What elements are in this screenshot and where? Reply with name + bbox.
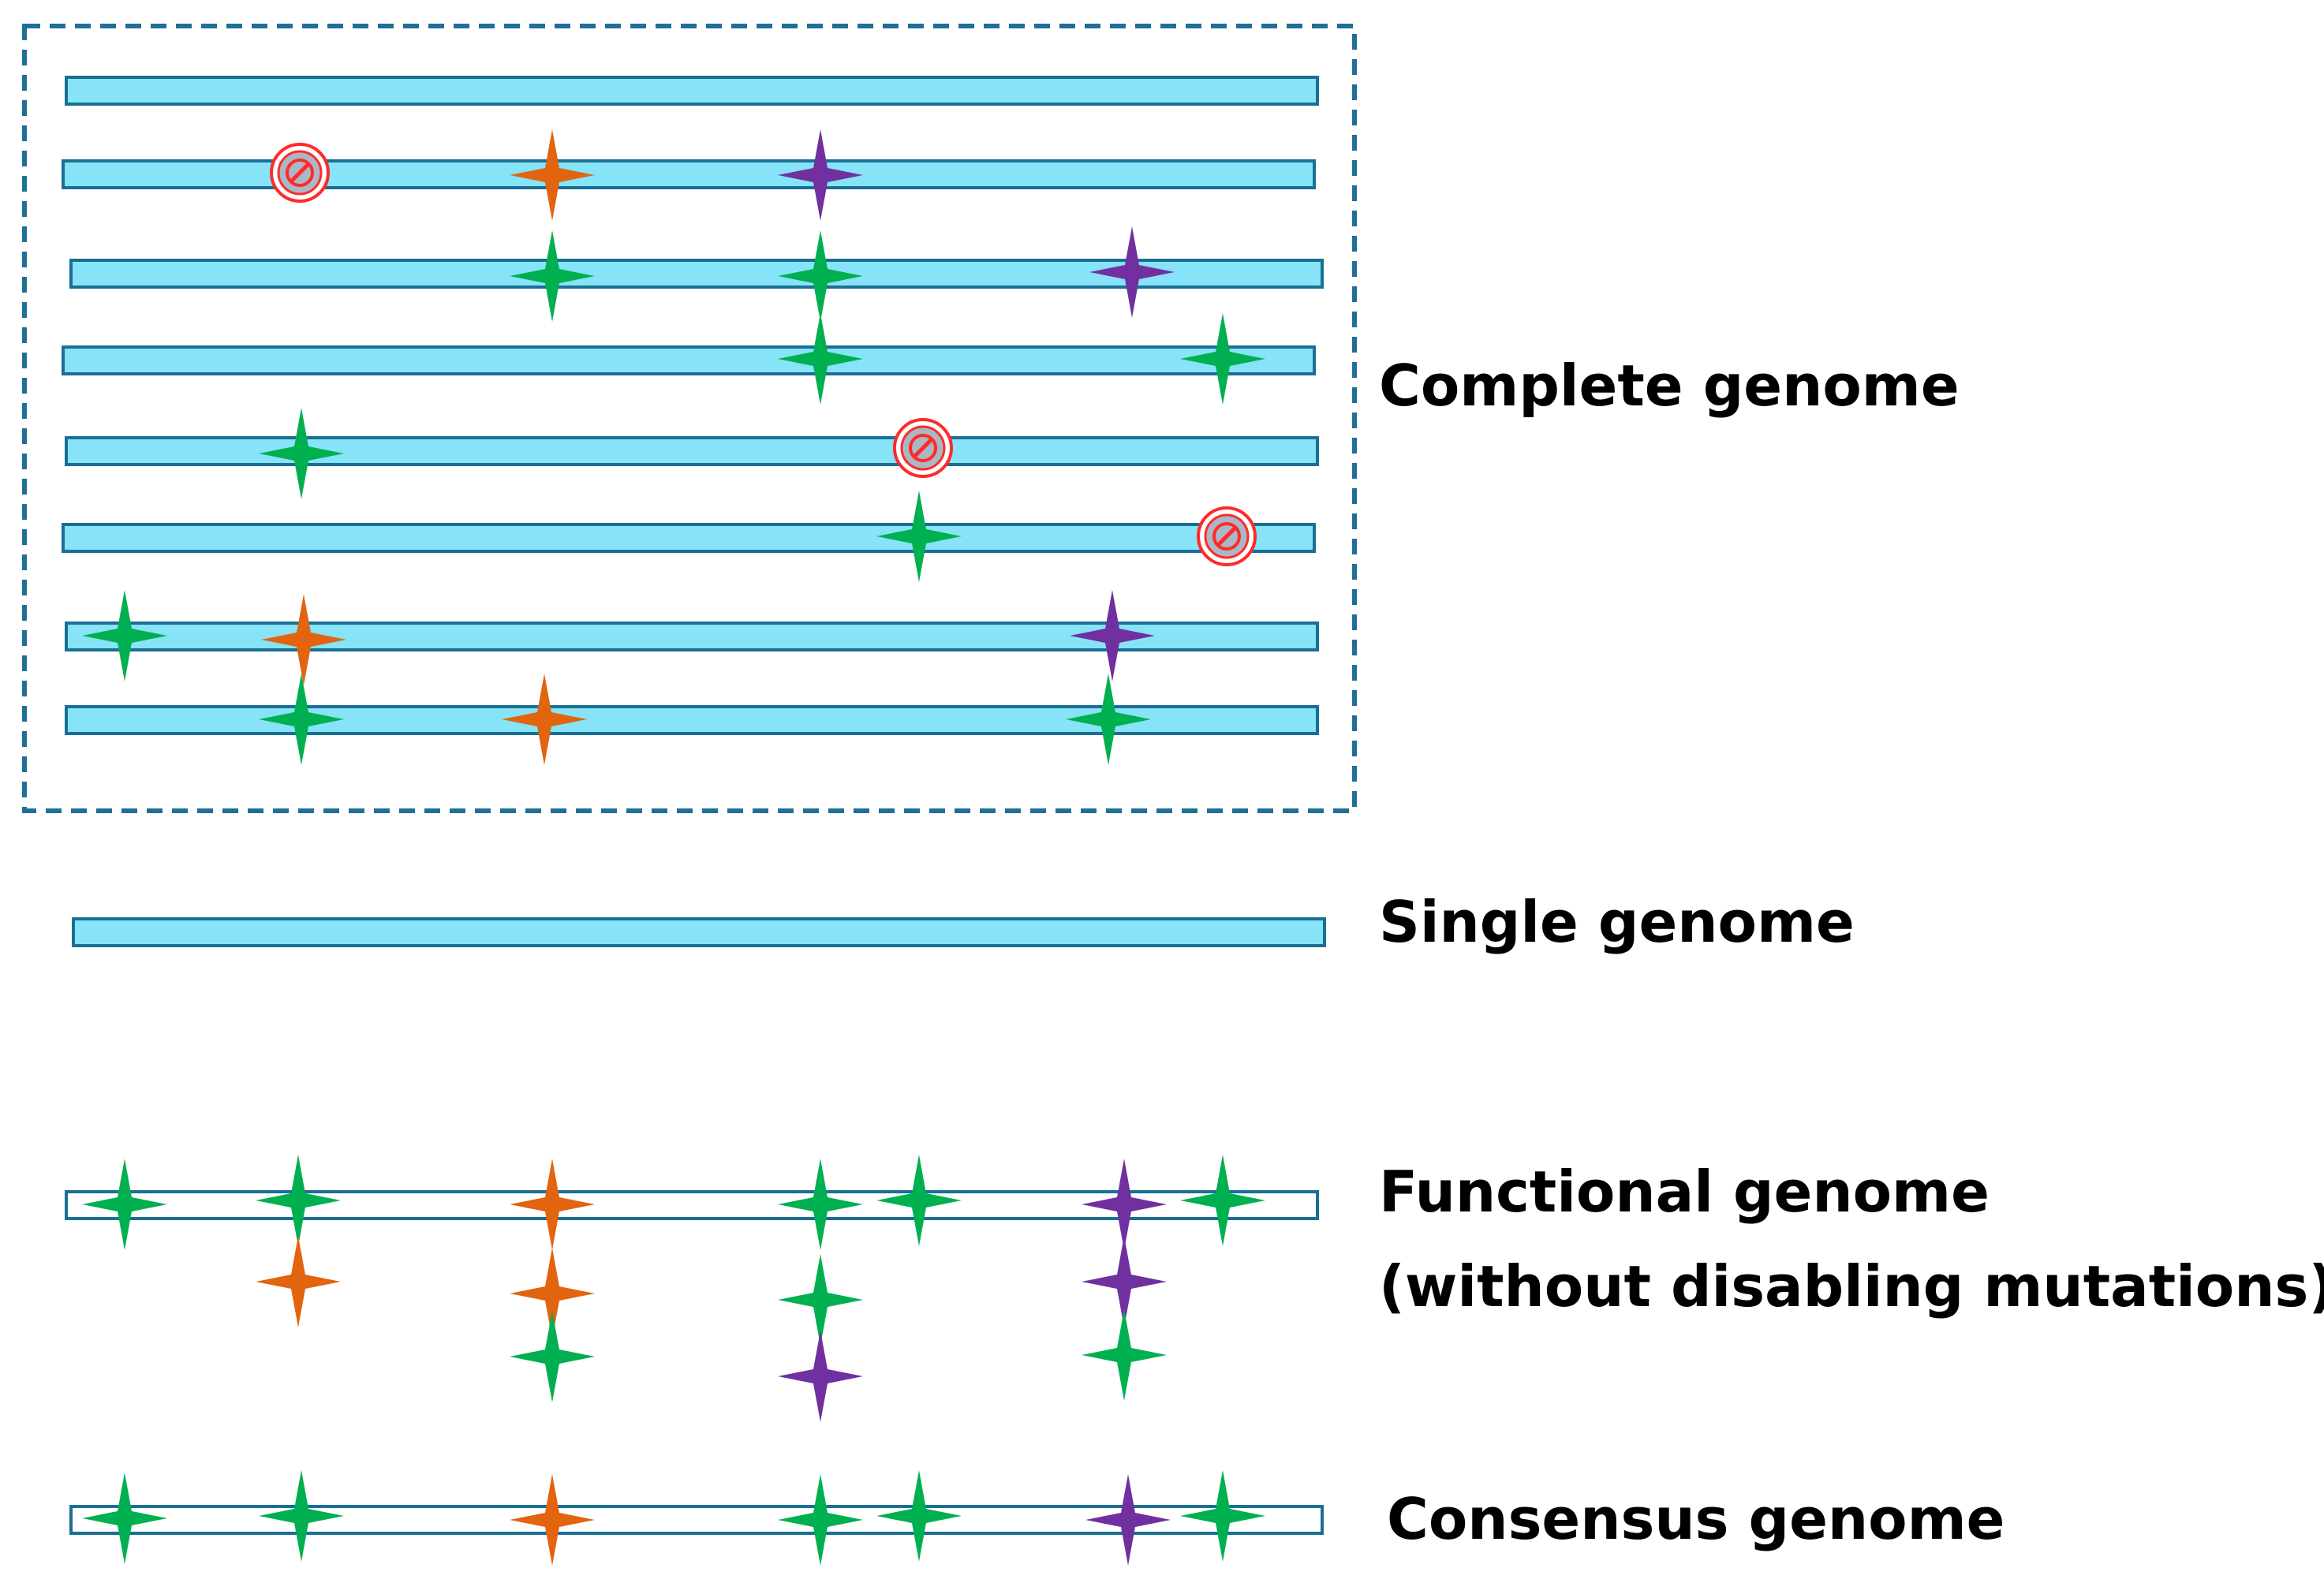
- purple-mutation-star-icon: [1070, 590, 1155, 681]
- green-mutation-star-icon: [876, 491, 962, 582]
- disabling-mutation-ring: [286, 159, 314, 187]
- disabling-mutation-ring: [1212, 522, 1241, 551]
- disabling-mutation-slash: [290, 162, 310, 183]
- orange-mutation-star-icon: [510, 1474, 595, 1566]
- purple-mutation-star-icon: [1082, 1159, 1167, 1250]
- green-mutation-star-icon: [1180, 1155, 1265, 1246]
- purple-mutation-star-icon: [1089, 226, 1175, 318]
- disabling-mutation-slash: [913, 438, 933, 458]
- single-genome-label: Single genome: [1379, 889, 1855, 955]
- single-genome-bar: [72, 917, 1326, 947]
- disabling-mutation-ring: [909, 434, 937, 462]
- green-mutation-star-icon: [82, 1159, 167, 1250]
- genome-bar-5: [65, 436, 1319, 466]
- green-mutation-star-icon: [259, 408, 344, 499]
- genome-bar-6: [62, 523, 1316, 553]
- green-mutation-star-icon: [778, 313, 863, 405]
- disabling-mutation-icon: [893, 418, 953, 478]
- green-mutation-star-icon: [1066, 674, 1151, 765]
- green-mutation-star-icon: [82, 590, 167, 681]
- green-mutation-star-icon: [778, 1474, 863, 1566]
- disabling-mutation-slash: [1216, 526, 1237, 547]
- green-mutation-star-icon: [259, 674, 344, 765]
- purple-mutation-star-icon: [778, 1331, 863, 1422]
- green-mutation-star-icon: [778, 1159, 863, 1250]
- purple-mutation-star-icon: [1085, 1474, 1171, 1566]
- purple-mutation-star-icon: [778, 129, 863, 221]
- green-mutation-star-icon: [1082, 1309, 1167, 1401]
- purple-mutation-star-icon: [1082, 1236, 1167, 1327]
- genome-bar-1: [65, 76, 1319, 106]
- green-mutation-star-icon: [82, 1473, 167, 1564]
- genome-bar-2: [62, 159, 1316, 189]
- complete-genome-box: [22, 24, 1357, 813]
- orange-mutation-star-icon: [510, 1248, 595, 1339]
- green-mutation-star-icon: [876, 1470, 962, 1562]
- orange-mutation-star-icon: [502, 674, 587, 765]
- orange-mutation-star-icon: [510, 1159, 595, 1250]
- consensus-genome-label: Consensus genome: [1387, 1486, 2005, 1552]
- orange-mutation-star-icon: [510, 129, 595, 221]
- green-mutation-star-icon: [1180, 1470, 1265, 1562]
- green-mutation-star-icon: [256, 1155, 341, 1246]
- disabling-mutation-icon: [1197, 506, 1257, 566]
- functional-genome-label: Functional genome: [1379, 1159, 1990, 1225]
- green-mutation-star-icon: [1180, 313, 1265, 405]
- green-mutation-star-icon: [510, 1311, 595, 1402]
- green-mutation-star-icon: [259, 1470, 344, 1562]
- genome-bar-4: [62, 345, 1316, 375]
- orange-mutation-star-icon: [256, 1236, 341, 1327]
- green-mutation-star-icon: [876, 1155, 962, 1246]
- green-mutation-star-icon: [778, 1254, 863, 1346]
- orange-mutation-star-icon: [261, 594, 346, 685]
- functional-genome-sublabel: (without disabling mutations): [1379, 1253, 2324, 1320]
- disabling-mutation-icon: [270, 143, 330, 203]
- green-mutation-star-icon: [510, 230, 595, 322]
- complete-genome-label: Complete genome: [1379, 353, 1960, 419]
- green-mutation-star-icon: [778, 230, 863, 322]
